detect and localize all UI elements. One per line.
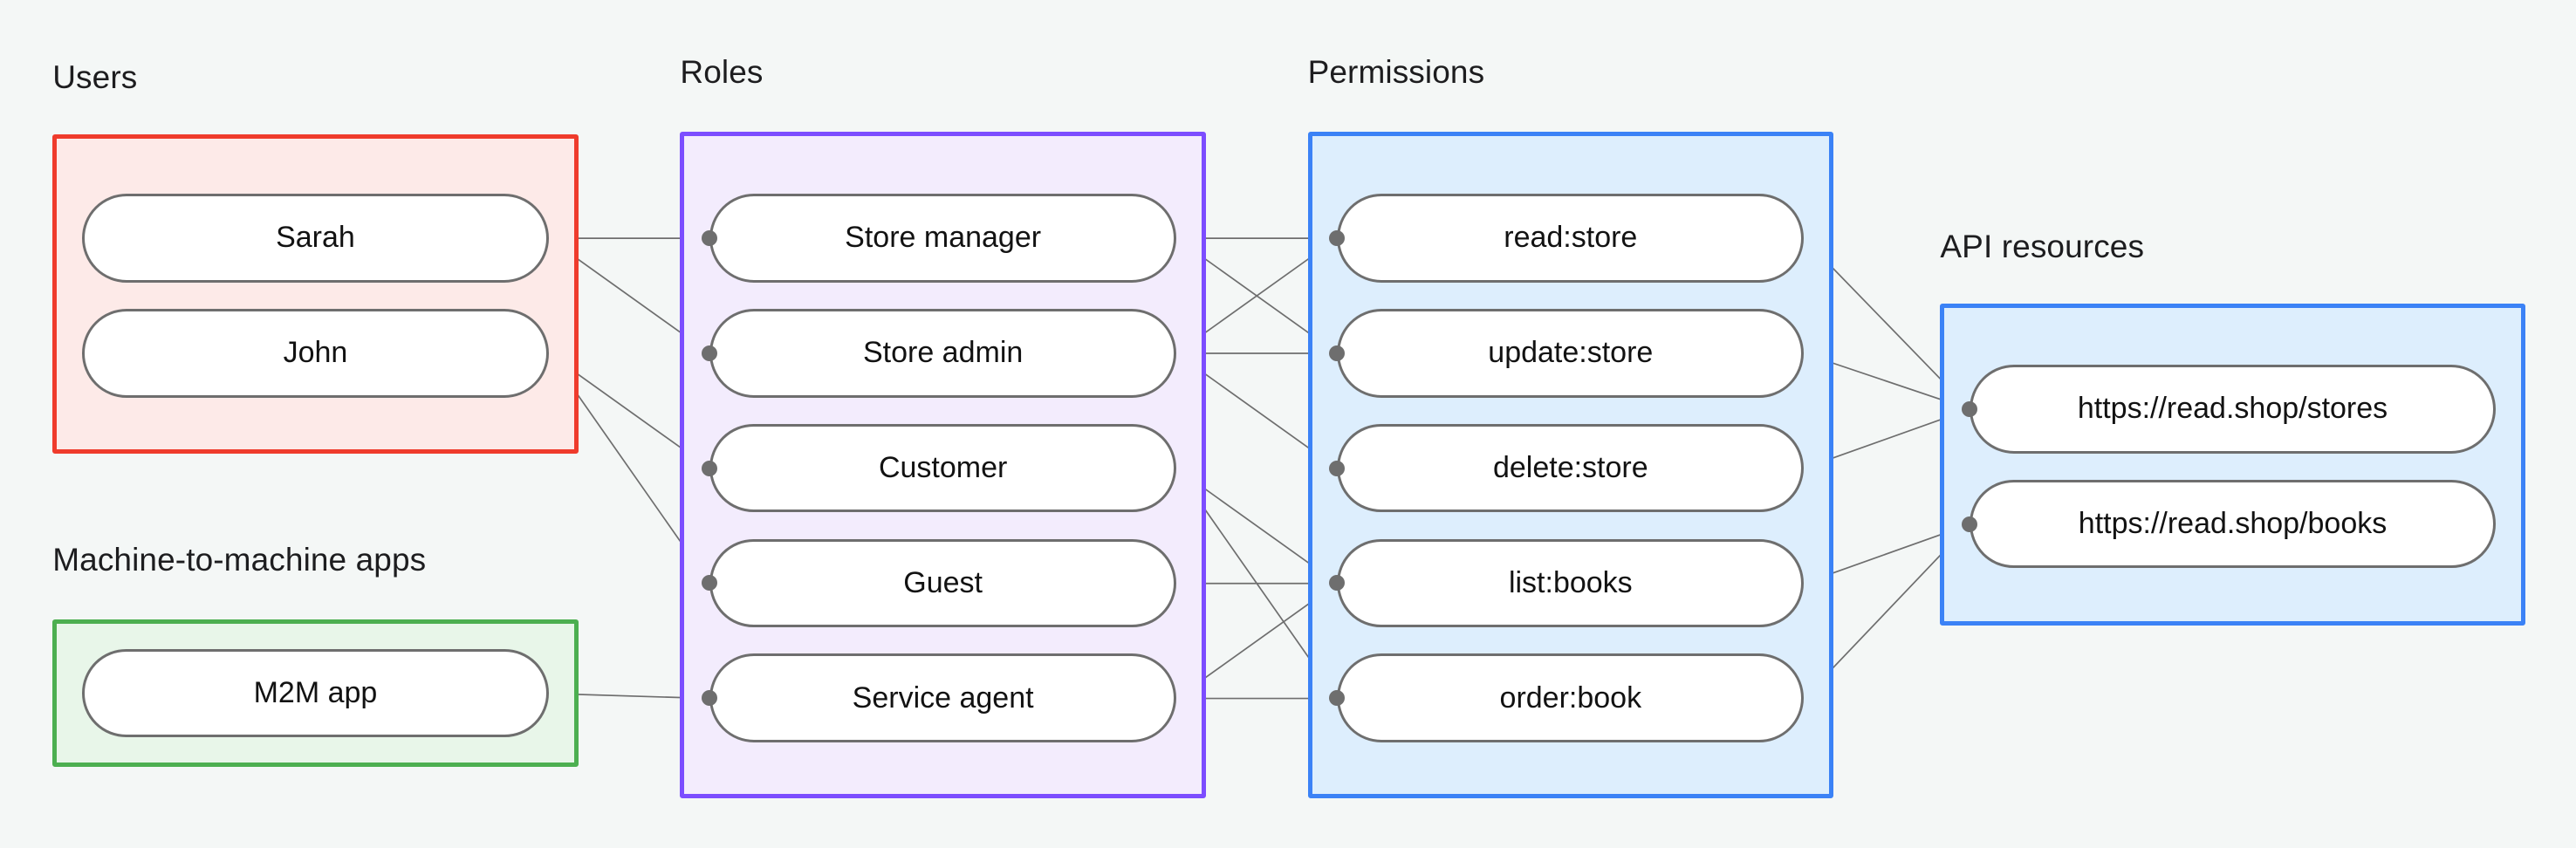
node-update_store[interactable]: update:store: [1337, 308, 1805, 398]
node-res_books[interactable]: https://read.shop/books: [1970, 479, 2496, 569]
node-order_book[interactable]: order:book: [1337, 653, 1805, 742]
node-john[interactable]: John: [82, 308, 549, 398]
port-dot-delete_store: [1329, 460, 1346, 476]
node-delete_store[interactable]: delete:store: [1337, 423, 1805, 513]
node-store_admin[interactable]: Store admin: [709, 308, 1176, 398]
group-title-api_resources: API resources: [1940, 228, 2145, 264]
group-title-m2m: Machine-to-machine apps: [52, 542, 427, 578]
node-customer[interactable]: Customer: [709, 423, 1176, 513]
node-list_books[interactable]: list:books: [1337, 538, 1805, 628]
port-dot-store_admin: [702, 345, 718, 361]
node-read_store[interactable]: read:store: [1337, 194, 1805, 283]
port-dot-customer: [702, 460, 718, 476]
group-title-permissions: Permissions: [1307, 54, 1485, 91]
node-guest[interactable]: Guest: [709, 538, 1176, 628]
group-box-users: [52, 134, 579, 454]
node-store_manager[interactable]: Store manager: [709, 194, 1176, 283]
node-service_agent[interactable]: Service agent: [709, 653, 1176, 742]
port-dot-res_stores: [1962, 400, 1978, 417]
group-title-users: Users: [52, 58, 138, 95]
group-box-api_resources: [1940, 304, 2525, 626]
node-m2mapp[interactable]: M2M app: [82, 648, 549, 738]
node-sarah[interactable]: Sarah: [82, 194, 549, 283]
group-title-roles: Roles: [680, 54, 764, 91]
node-res_stores[interactable]: https://read.shop/stores: [1970, 364, 2496, 454]
port-dot-res_books: [1962, 516, 1978, 532]
